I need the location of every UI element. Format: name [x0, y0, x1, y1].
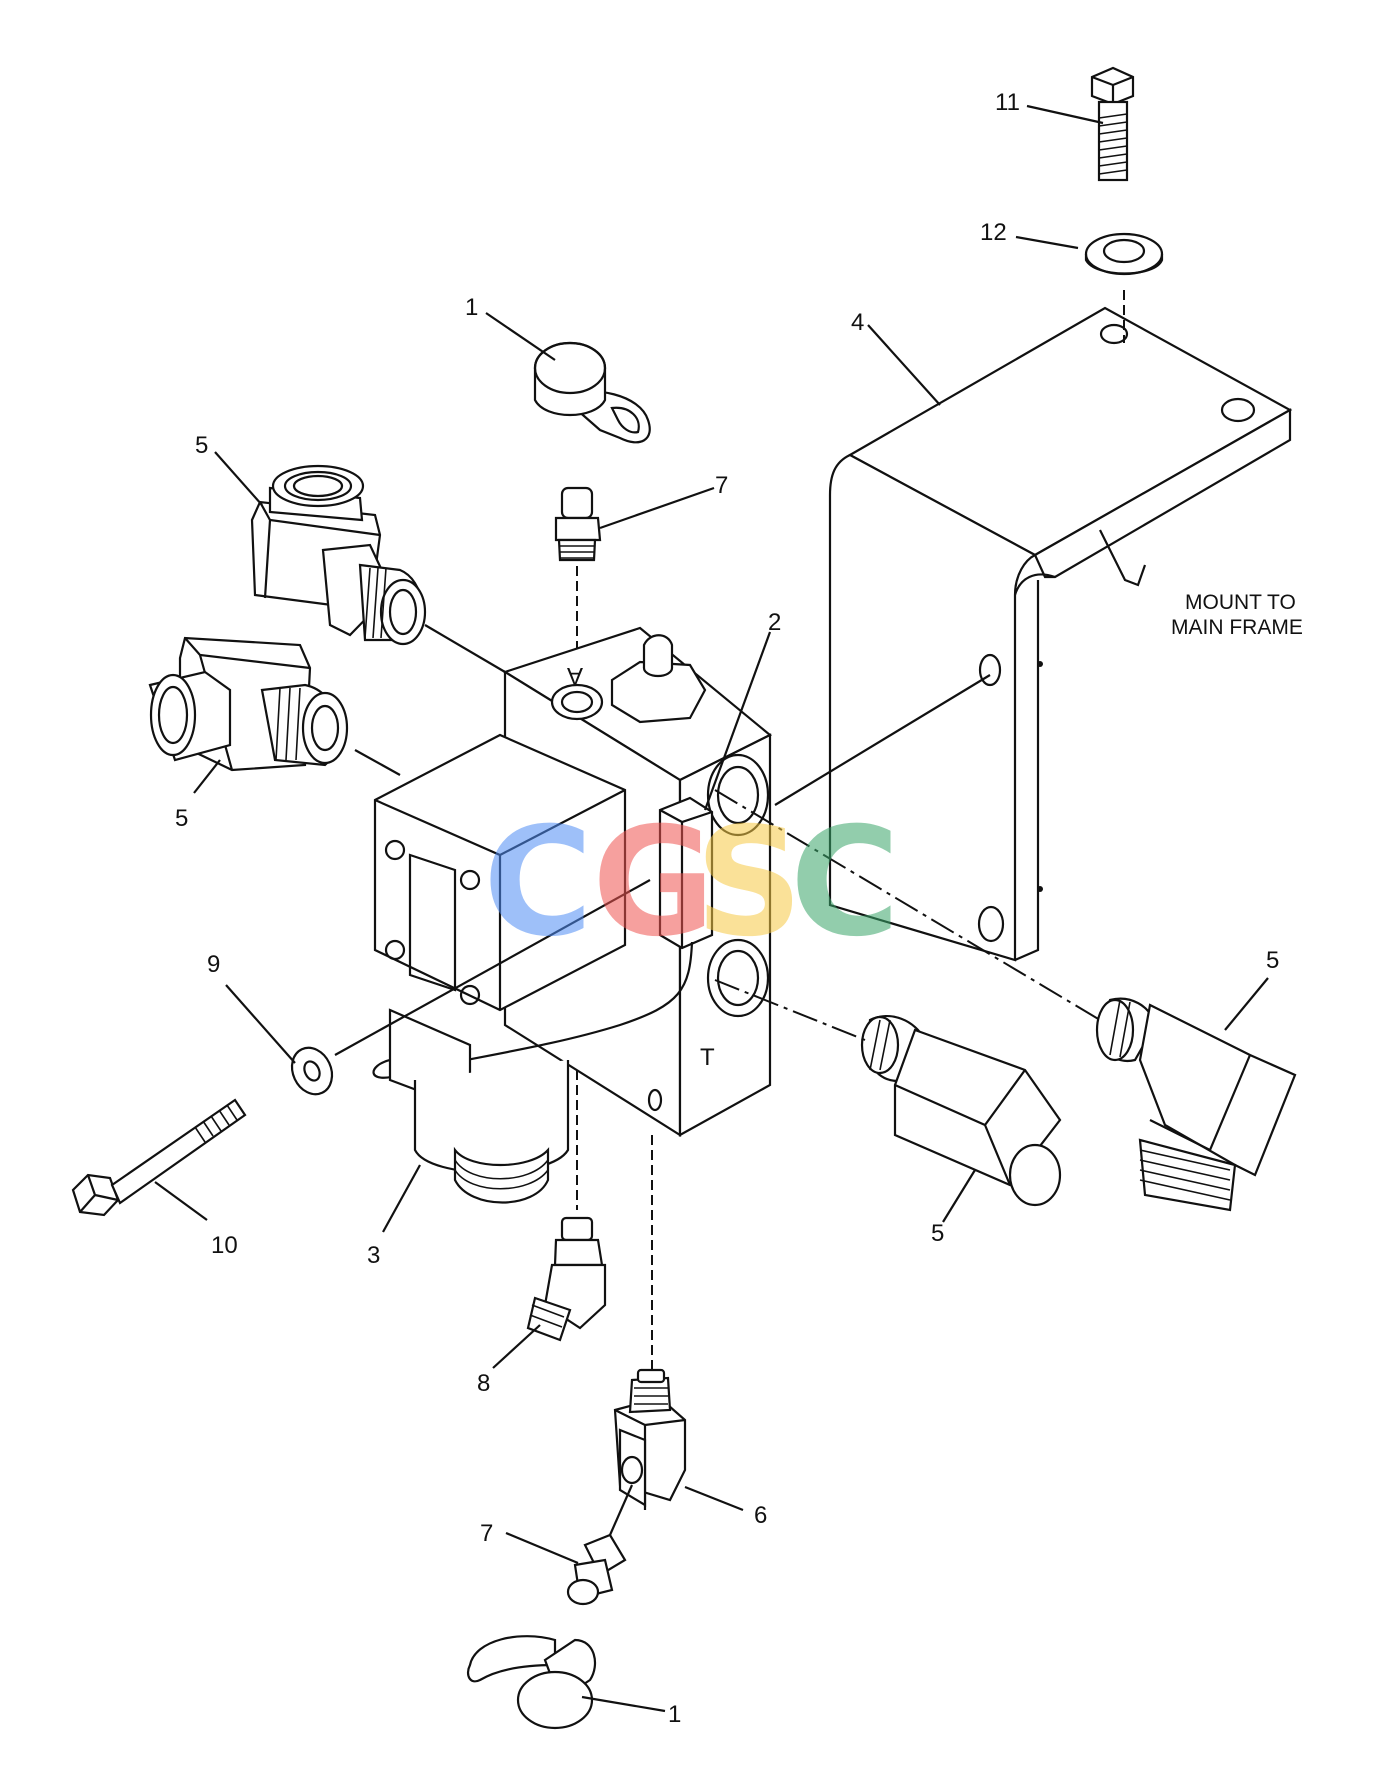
callout-5-upper-left: 5	[195, 432, 208, 459]
elbow-45-fitting	[526, 1216, 607, 1342]
plug-fitting-top	[554, 486, 602, 562]
dust-cap-top	[533, 341, 651, 444]
callouts: 11 12 1 4 5 7 2 5 9 5 10 3 5 8 6 7 1	[175, 89, 1279, 1728]
callout-6: 6	[754, 1502, 767, 1529]
solenoid-coil	[373, 733, 627, 1204]
leader-lines	[154, 104, 1269, 1713]
note-line-1: MOUNT TO	[1185, 591, 1296, 614]
electrical-connector	[372, 796, 714, 1079]
bolt-10	[71, 1098, 247, 1217]
elbow-fitting-upper	[250, 464, 427, 646]
callout-1-bottom: 1	[668, 1701, 681, 1728]
elbow-fitting-right-far	[1095, 997, 1297, 1212]
washer-9	[290, 1046, 334, 1096]
callout-11: 11	[995, 89, 1020, 116]
adapter-block	[613, 1368, 687, 1510]
callout-2: 2	[768, 609, 781, 636]
callout-4: 4	[851, 309, 864, 336]
mount-note: MOUNT TO MAIN FRAME	[1171, 591, 1303, 639]
dust-cap-bottom	[466, 1635, 597, 1730]
bracket-hole	[1099, 323, 1129, 345]
callout-7-top: 7	[715, 472, 728, 499]
bracket-hole	[977, 905, 1005, 943]
bolt-11	[1090, 66, 1135, 182]
elbow-fitting-right-middle	[860, 1015, 1062, 1207]
callout-3: 3	[367, 1242, 380, 1269]
elbow-fitting-lower	[148, 636, 349, 772]
port-t-marking: T	[700, 1044, 715, 1071]
mounting-bracket	[828, 306, 1293, 962]
plug-fitting-bottom	[566, 1533, 627, 1606]
note-line-2: MAIN FRAME	[1171, 616, 1303, 639]
callout-5-lower-left: 5	[175, 805, 188, 832]
watermark-letter-s: S	[695, 796, 803, 970]
washer-12	[1084, 232, 1164, 276]
callout-12: 12	[980, 219, 1007, 246]
callout-1-top: 1	[465, 294, 478, 321]
watermark-letter-c2: C	[790, 796, 900, 970]
watermark-letter-g: G	[592, 796, 715, 970]
watermark-letter-c1: C	[483, 796, 593, 970]
callout-7-bottom: 7	[480, 1520, 493, 1547]
callout-8: 8	[477, 1370, 490, 1397]
callout-5-right-lower: 5	[931, 1220, 944, 1247]
watermark: C G S C	[483, 796, 900, 970]
port-a-marking: A	[567, 662, 583, 689]
callout-9: 9	[207, 951, 220, 978]
callout-5-right-upper: 5	[1266, 947, 1279, 974]
callout-10: 10	[211, 1232, 238, 1259]
bracket-hole	[1220, 397, 1256, 423]
